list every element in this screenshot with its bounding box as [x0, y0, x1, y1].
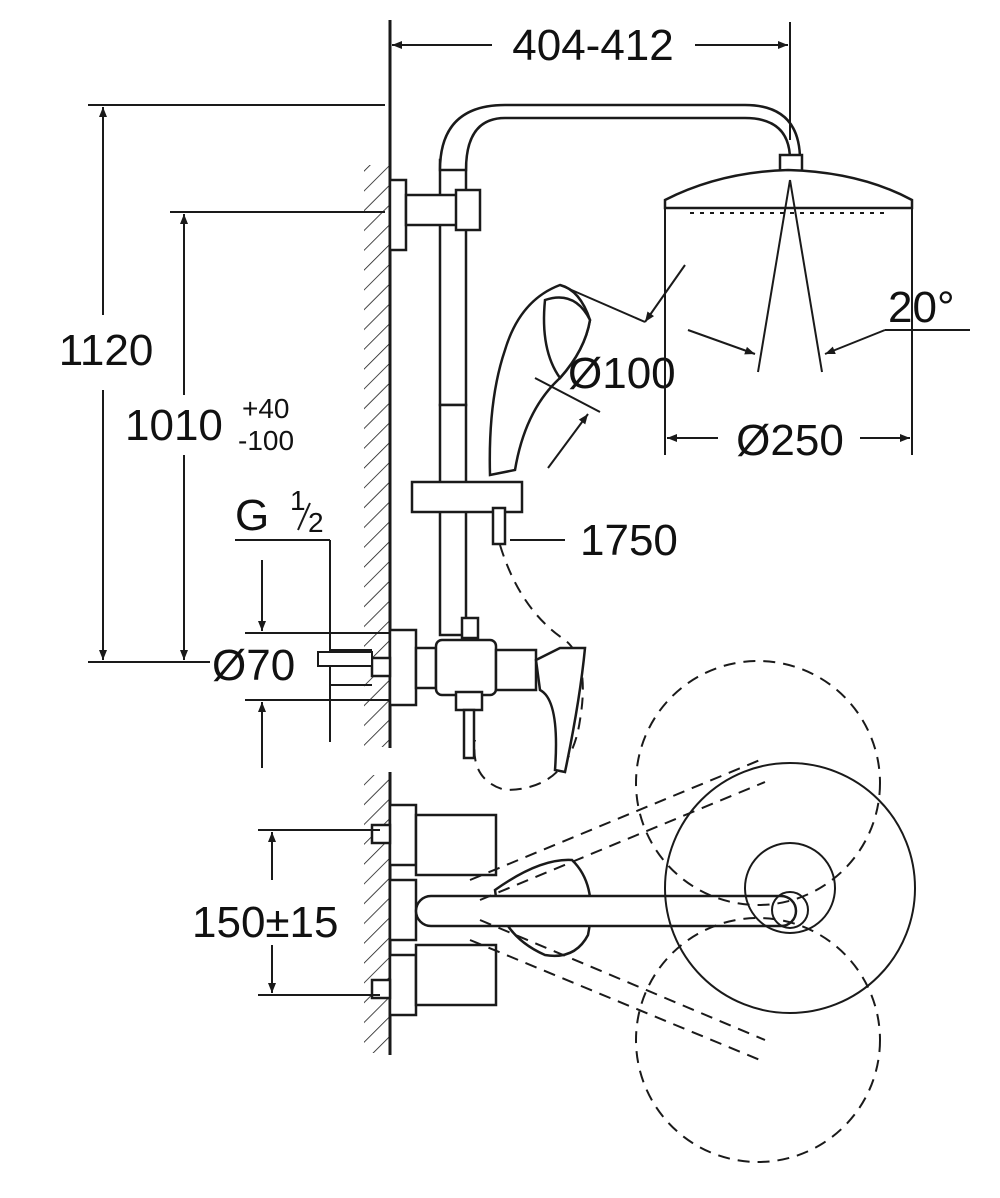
- label-hand-shower: Ø100: [568, 349, 676, 398]
- shower-column: [388, 103, 802, 637]
- label-thread-denominator: 2: [308, 507, 324, 538]
- shower-hose: [473, 544, 584, 792]
- label-hose: 1750: [580, 516, 678, 565]
- mixer-top-view: [370, 803, 809, 1017]
- dimension-thread: G 1 2: [235, 485, 372, 742]
- dimension-total-height: 1120: [59, 104, 385, 663]
- dimension-escutcheon: Ø70: [212, 560, 390, 768]
- wall-top-view: [364, 772, 392, 1055]
- dimension-spray-angle: 20°: [687, 179, 970, 373]
- label-head: Ø250: [736, 416, 844, 465]
- dimension-center-distance: 150±15: [192, 829, 380, 996]
- dimension-top-width: 404-412: [392, 21, 791, 140]
- label-escutcheon: Ø70: [212, 641, 295, 690]
- wall-front-view: [364, 20, 392, 748]
- label-top-width: 404-412: [512, 21, 673, 70]
- label-total-height: 1120: [59, 326, 154, 375]
- label-center-distance: 150±15: [192, 898, 339, 947]
- label-adjust-tol-minus: -100: [238, 425, 294, 456]
- dimension-head: Ø250: [664, 205, 913, 465]
- dimension-hand-shower: Ø100: [534, 264, 686, 469]
- label-thread-letter: G: [235, 491, 269, 540]
- mixer-front-view: [370, 616, 587, 774]
- dimension-hose: 1750: [510, 516, 678, 565]
- label-spray-angle: 20°: [888, 283, 955, 332]
- label-thread-numerator: 1: [290, 485, 306, 516]
- rotation-arcs: [469, 660, 916, 1163]
- dimension-adjust-height: 1010 +40 -100: [125, 211, 385, 660]
- label-adjust-height: 1010: [125, 401, 223, 450]
- label-adjust-tol-plus: +40: [242, 393, 290, 424]
